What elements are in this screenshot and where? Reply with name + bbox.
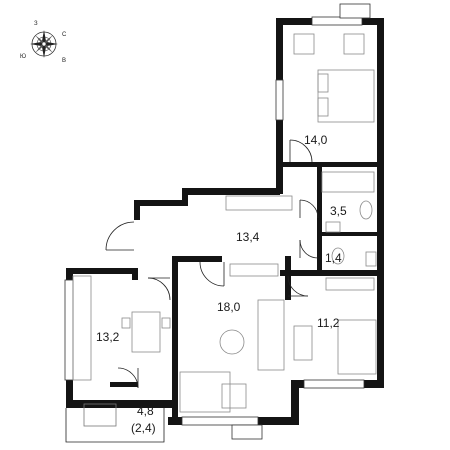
- balcony: [65, 403, 165, 443]
- toilet-area: 1,4: [325, 251, 342, 265]
- compass-east-label: С: [62, 32, 67, 38]
- compass-north-label: З: [34, 21, 38, 27]
- bedroom-right-area: 11,2: [317, 316, 340, 330]
- compass-rose-icon: [30, 30, 58, 58]
- door-swings: [105, 139, 319, 389]
- compass-west-label: Ю: [20, 54, 26, 60]
- living-room-area: 18,0: [217, 300, 241, 314]
- balcony-area-reduced: (2,4): [131, 421, 156, 435]
- balcony-area: 4,8: [137, 404, 154, 418]
- bathroom-area: 3,5: [330, 204, 347, 218]
- windows: [64, 3, 371, 440]
- bedroom-top-area: 14,0: [304, 133, 328, 147]
- exterior-walls: [66, 18, 384, 425]
- furniture: [72, 33, 377, 413]
- hall-area: 13,4: [236, 230, 260, 244]
- compass-south-label: В: [62, 58, 66, 64]
- kitchen-area: 13,2: [96, 330, 120, 344]
